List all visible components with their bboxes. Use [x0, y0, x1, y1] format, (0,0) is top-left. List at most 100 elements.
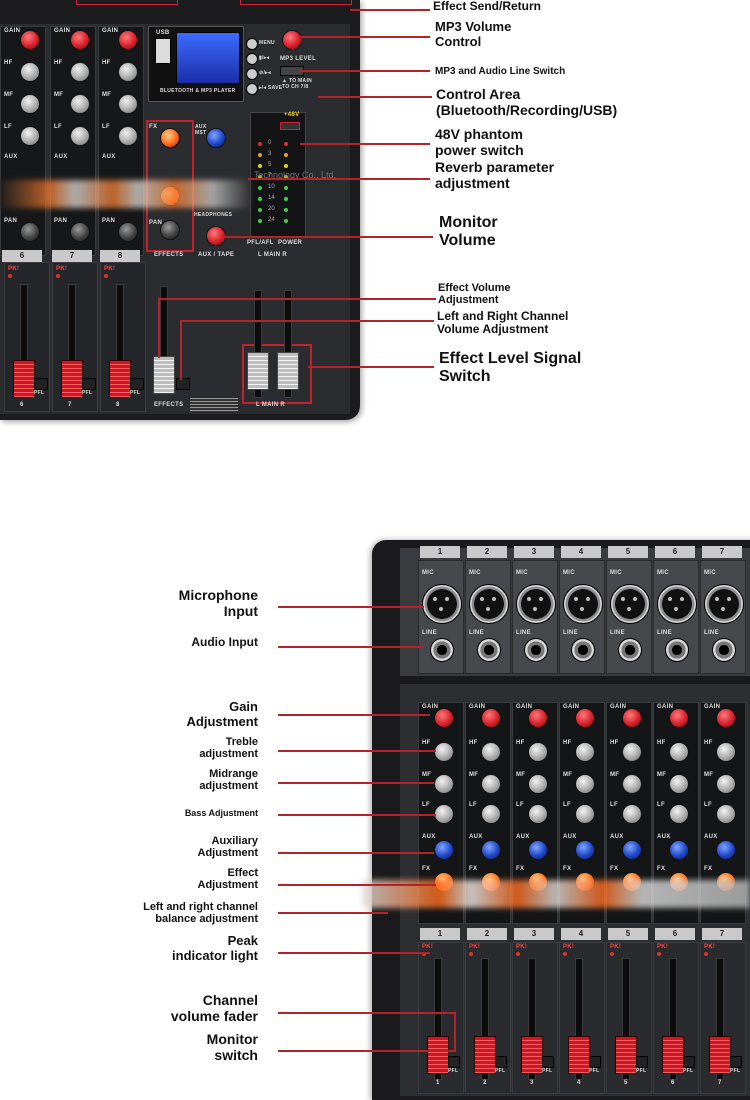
main-l-fader[interactable] — [247, 352, 269, 390]
gain-knob[interactable] — [716, 708, 736, 728]
channel-fader[interactable] — [615, 1036, 637, 1074]
treble-knob[interactable] — [669, 742, 689, 762]
gain-knob[interactable] — [118, 30, 138, 50]
effects-pan-knob[interactable] — [160, 220, 180, 240]
xlr-microphone-input[interactable] — [422, 584, 462, 624]
mf-knob[interactable] — [118, 94, 138, 114]
line-jack-input[interactable] — [571, 638, 595, 662]
menu-button[interactable] — [246, 53, 258, 65]
channel-fader[interactable] — [61, 360, 83, 398]
gain-knob[interactable] — [481, 708, 501, 728]
gain-knob[interactable] — [622, 708, 642, 728]
fx-orange-knob[interactable] — [160, 128, 180, 148]
bass-knob[interactable] — [434, 804, 454, 824]
menu-button[interactable] — [246, 68, 258, 80]
usb-port[interactable] — [155, 38, 171, 64]
gain-knob[interactable] — [575, 708, 595, 728]
xlr-microphone-input[interactable] — [563, 584, 603, 624]
pan-knob[interactable] — [118, 222, 138, 242]
bass-knob[interactable] — [716, 804, 736, 824]
xlr-microphone-input[interactable] — [610, 584, 650, 624]
gain-knob[interactable] — [20, 30, 40, 50]
effect-level-switch-small[interactable] — [176, 378, 190, 390]
xlr-microphone-input[interactable] — [657, 584, 697, 624]
xlr-microphone-input[interactable] — [516, 584, 556, 624]
line-jack-input[interactable] — [712, 638, 736, 662]
treble-knob[interactable] — [481, 742, 501, 762]
treble-knob[interactable] — [622, 742, 642, 762]
channel-fader[interactable] — [474, 1036, 496, 1074]
line-jack-input[interactable] — [430, 638, 454, 662]
gain-knob[interactable] — [528, 708, 548, 728]
bass-knob[interactable] — [528, 804, 548, 824]
monitor-switch[interactable] — [683, 1056, 695, 1068]
lf-knob[interactable] — [118, 126, 138, 146]
mf-knob[interactable] — [20, 94, 40, 114]
mid-knob[interactable] — [575, 774, 595, 794]
lf-knob[interactable] — [70, 126, 90, 146]
mid-knob[interactable] — [622, 774, 642, 794]
pfl-switch[interactable] — [130, 378, 144, 390]
aux-knob[interactable] — [716, 840, 736, 860]
aux-knob[interactable] — [434, 840, 454, 860]
phantom-power-switch[interactable] — [280, 122, 300, 130]
line-jack-input[interactable] — [665, 638, 689, 662]
mid-knob[interactable] — [434, 774, 454, 794]
monitor-switch[interactable] — [495, 1056, 507, 1068]
bass-knob[interactable] — [481, 804, 501, 824]
channel-fader[interactable] — [521, 1036, 543, 1074]
hf-knob[interactable] — [70, 62, 90, 82]
channel-fader[interactable] — [662, 1036, 684, 1074]
mid-knob[interactable] — [528, 774, 548, 794]
monitor-volume-knob[interactable] — [206, 226, 226, 246]
gain-knob[interactable] — [434, 708, 454, 728]
menu-button[interactable] — [246, 83, 258, 95]
monitor-switch[interactable] — [730, 1056, 742, 1068]
channel-fader[interactable] — [568, 1036, 590, 1074]
mf-knob[interactable] — [70, 94, 90, 114]
aux-knob[interactable] — [481, 840, 501, 860]
channel-fader[interactable] — [109, 360, 131, 398]
hf-knob[interactable] — [20, 62, 40, 82]
pfl-switch[interactable] — [82, 378, 96, 390]
aux-knob[interactable] — [528, 840, 548, 860]
line-jack-input[interactable] — [618, 638, 642, 662]
treble-knob[interactable] — [434, 742, 454, 762]
gain-knob[interactable] — [70, 30, 90, 50]
mid-knob[interactable] — [481, 774, 501, 794]
hf-knob[interactable] — [118, 62, 138, 82]
effects-fader[interactable] — [153, 356, 175, 394]
treble-knob[interactable] — [528, 742, 548, 762]
treble-knob[interactable] — [716, 742, 736, 762]
aux-knob[interactable] — [669, 840, 689, 860]
pfl-switch[interactable] — [34, 378, 48, 390]
channel-fader[interactable] — [13, 360, 35, 398]
line-jack-input[interactable] — [477, 638, 501, 662]
treble-knob[interactable] — [575, 742, 595, 762]
pan-knob[interactable] — [20, 222, 40, 242]
aux-master-knob[interactable] — [206, 128, 226, 148]
monitor-switch[interactable] — [448, 1056, 460, 1068]
bass-knob[interactable] — [669, 804, 689, 824]
lf-knob[interactable] — [20, 126, 40, 146]
monitor-switch[interactable] — [636, 1056, 648, 1068]
gain-knob[interactable] — [669, 708, 689, 728]
channel-fader[interactable] — [709, 1036, 731, 1074]
mid-knob[interactable] — [716, 774, 736, 794]
menu-button[interactable] — [246, 38, 258, 50]
bass-knob[interactable] — [575, 804, 595, 824]
line-jack-input[interactable] — [524, 638, 548, 662]
monitor-switch[interactable] — [542, 1056, 554, 1068]
mp3-level-knob[interactable] — [282, 30, 302, 50]
pan-knob[interactable] — [70, 222, 90, 242]
fader-channel-tab: 7 — [702, 928, 742, 940]
monitor-switch[interactable] — [589, 1056, 601, 1068]
xlr-microphone-input[interactable] — [469, 584, 509, 624]
bass-knob[interactable] — [622, 804, 642, 824]
main-r-fader[interactable] — [277, 352, 299, 390]
mid-knob[interactable] — [669, 774, 689, 794]
aux-knob[interactable] — [622, 840, 642, 860]
xlr-microphone-input[interactable] — [704, 584, 744, 624]
channel-fader[interactable] — [427, 1036, 449, 1074]
aux-knob[interactable] — [575, 840, 595, 860]
